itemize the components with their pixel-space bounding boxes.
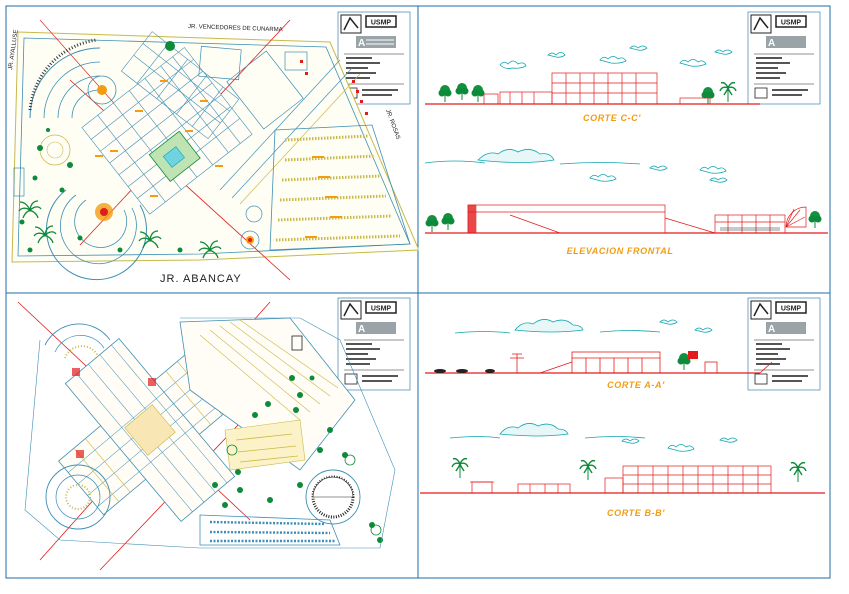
svg-text:A: A — [768, 38, 775, 49]
section-aa: CORTE A-A' — [425, 319, 773, 390]
svg-text:A: A — [768, 324, 775, 335]
parking-area — [240, 124, 411, 251]
university-logo: USMP — [371, 306, 392, 313]
section-title-frontal: ELEVACION FRONTAL — [567, 246, 674, 256]
round-plaza — [305, 469, 361, 525]
svg-text:A: A — [358, 38, 365, 49]
building-blocks-north — [165, 41, 308, 130]
cloud — [454, 319, 713, 334]
cloud — [449, 423, 738, 452]
semicircular-market-block-south — [46, 189, 147, 281]
street-label-right: JR. ROSAS — [384, 109, 400, 141]
site-plan: JR. VENCEDORES DE CUNARMA JR. AYALLUSE J… — [8, 19, 419, 285]
floor-plan — [17, 301, 396, 571]
section-title-aa: CORTE A-A' — [607, 380, 665, 390]
section-frontal: ELEVACION FRONTAL — [424, 149, 828, 256]
street-label-bottom: JR. ABANCAY — [160, 273, 242, 285]
title-block-bottom-left: USMP A — [337, 297, 411, 391]
street-label-left: JR. AYALLUSE — [8, 29, 20, 70]
north-east-wing — [179, 317, 356, 471]
section-cc: CORTE C-C' — [425, 45, 760, 123]
title-block-top-right: USMP A — [747, 11, 821, 105]
landscaped-area-west — [13, 128, 222, 259]
cloud — [499, 45, 733, 69]
section-title-cc: CORTE C-C' — [583, 113, 641, 123]
svg-text:A: A — [358, 324, 365, 335]
semicircular-market-block-north — [28, 38, 117, 119]
landscaping — [212, 375, 383, 543]
cloud — [424, 149, 728, 183]
stall-grid — [81, 31, 253, 215]
section-bb: CORTE B-B' — [420, 423, 825, 518]
university-logo: USMP — [371, 20, 392, 27]
sheet-frame — [5, 5, 831, 579]
university-logo: USMP — [781, 306, 802, 313]
central-courtyard — [148, 130, 201, 183]
street-label-top: JR. VENCEDORES DE CUNARMA — [188, 24, 283, 33]
university-logo: USMP — [781, 20, 802, 27]
title-block-bottom-right: USMP A — [747, 297, 821, 391]
semicircular-block-nw — [44, 323, 111, 376]
section-title-bb: CORTE B-B' — [607, 508, 665, 518]
parking-strip — [199, 514, 341, 546]
semicircular-block-sw — [45, 378, 156, 530]
